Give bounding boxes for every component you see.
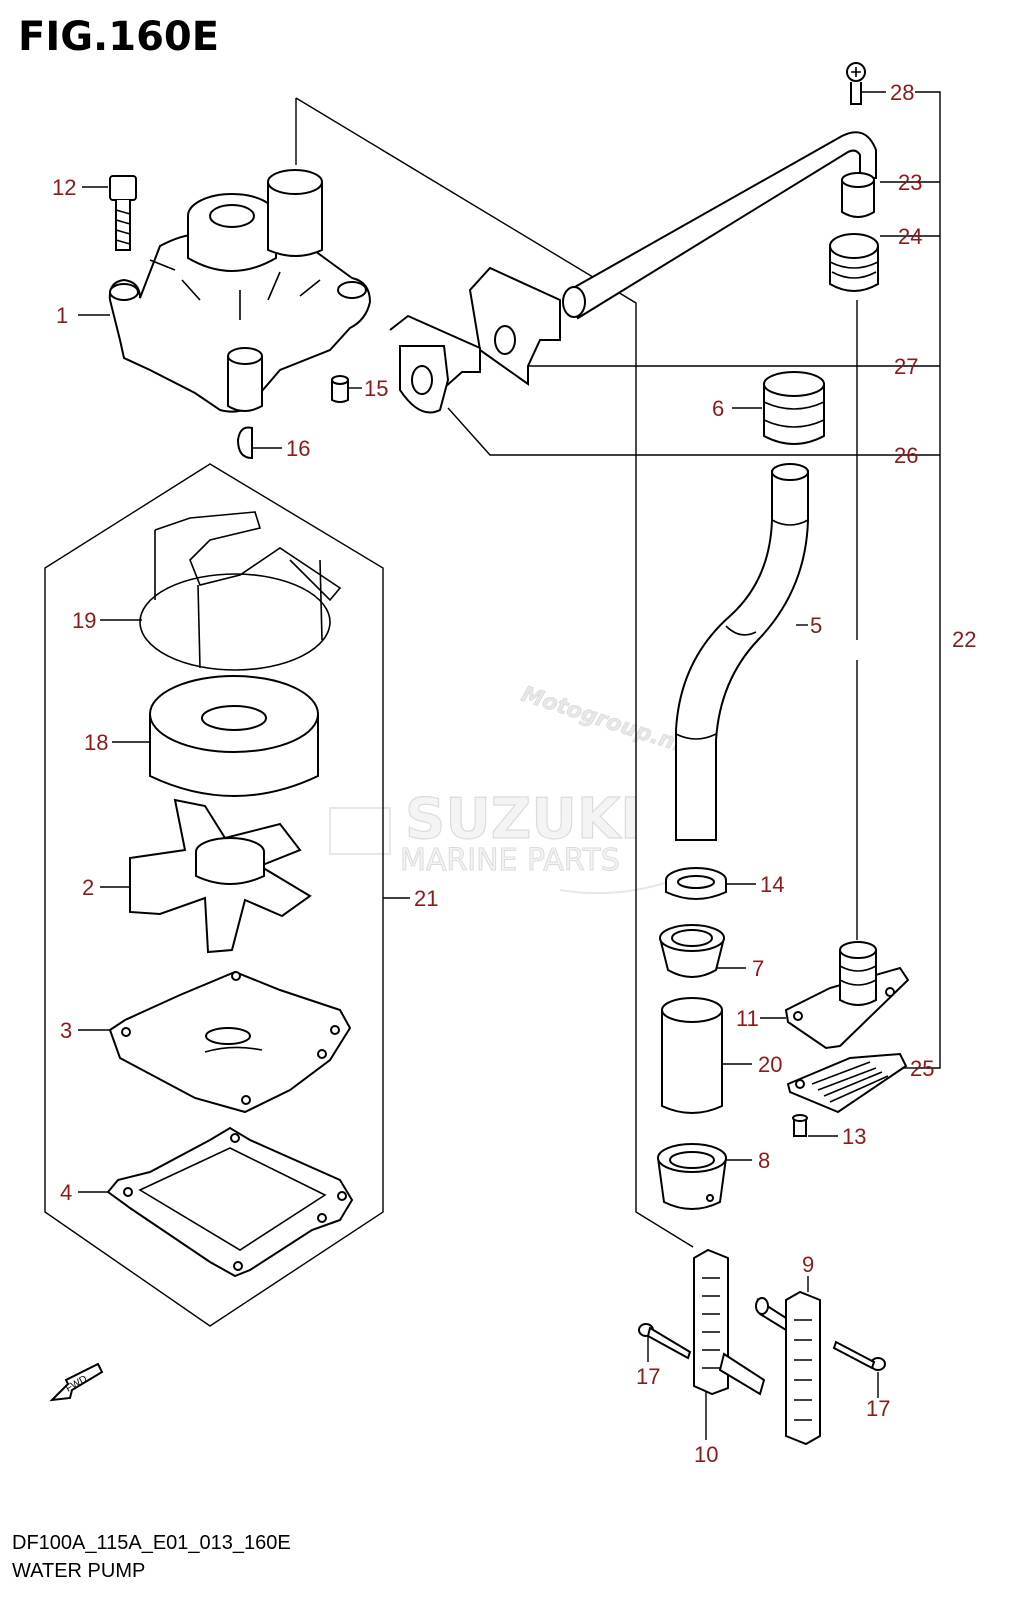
callout-26: 26	[894, 443, 918, 468]
callout-20: 20	[758, 1052, 782, 1077]
callout-18: 18	[84, 730, 108, 755]
callout-10: 10	[694, 1442, 718, 1467]
assembly-brackets	[44, 91, 941, 1327]
screw-17-left	[638, 1323, 692, 1360]
callout-2: 2	[82, 875, 94, 900]
grommet-24	[829, 233, 879, 292]
callout-27: 27	[894, 354, 918, 379]
callout-11: 11	[736, 1006, 759, 1031]
strainer-25	[786, 1052, 908, 1114]
callout-24: 24	[898, 224, 922, 249]
collar-8	[657, 1143, 727, 1210]
callout-28: 28	[890, 80, 914, 105]
callout-6: 6	[712, 396, 724, 421]
screw-17-right	[832, 1340, 886, 1371]
callout-3: 3	[60, 1018, 72, 1043]
collar-7	[659, 924, 725, 978]
watermark-suzuki: SUZUKI	[405, 787, 641, 852]
strainer-case-11	[784, 941, 910, 1050]
watermark-logo-mark	[329, 807, 391, 855]
o-ring-19	[139, 511, 342, 671]
water-tube-23	[562, 131, 877, 320]
key-16	[236, 426, 253, 460]
seal-14	[665, 867, 727, 900]
bracket-10	[693, 1248, 766, 1396]
bracket-9	[755, 1290, 821, 1446]
sleeve-20	[661, 997, 723, 1114]
callout-13: 13	[842, 1124, 866, 1149]
pump-case	[108, 169, 372, 413]
clamp-26	[399, 345, 450, 414]
callout-5: 5	[810, 613, 822, 638]
callout-16: 16	[286, 436, 310, 461]
callout-17-right: 17	[866, 1396, 890, 1421]
callouts: 12 1 15 16 19 18 2 21 3 4 28 23 24 27 6 …	[52, 80, 976, 1467]
callout-12: 12	[52, 175, 76, 200]
leader-lines	[78, 91, 915, 1440]
watermark-swoosh	[559, 877, 681, 895]
fwd-arrow: FWD	[49, 1362, 104, 1402]
callout-1: 1	[56, 303, 68, 328]
grommet-6	[763, 371, 825, 445]
callout-25: 25	[910, 1056, 934, 1081]
callout-9: 9	[802, 1252, 814, 1277]
callout-14: 14	[760, 872, 784, 897]
watermark-marine-parts: MARINE PARTS	[400, 843, 620, 878]
callout-7: 7	[752, 956, 764, 981]
callout-17-left: 17	[636, 1364, 660, 1389]
callout-8: 8	[758, 1148, 770, 1173]
callout-19: 19	[72, 608, 96, 633]
figure-code: DF100A_115A_E01_013_160E	[12, 1532, 291, 1554]
screw-13	[792, 1114, 808, 1137]
callout-21: 21	[414, 886, 438, 911]
watermark-motogroup: Motogroup.nl	[518, 682, 685, 758]
figure-caption: WATER PUMP	[12, 1560, 146, 1582]
callout-15: 15	[364, 376, 388, 401]
gasket-4	[106, 1126, 354, 1278]
callout-23: 23	[898, 170, 922, 195]
screw-28	[846, 62, 866, 105]
under-panel-3	[108, 970, 352, 1114]
bolt-12	[109, 175, 137, 251]
callout-22: 22	[952, 627, 976, 652]
impeller-2	[129, 798, 312, 954]
pump-liner-18	[149, 675, 319, 797]
callout-4: 4	[60, 1180, 72, 1205]
hose-5	[675, 463, 809, 841]
figure-title: FIG.160E	[18, 14, 220, 60]
fwd-label: FWD	[64, 1374, 89, 1395]
dowel-pin-15	[331, 375, 349, 403]
